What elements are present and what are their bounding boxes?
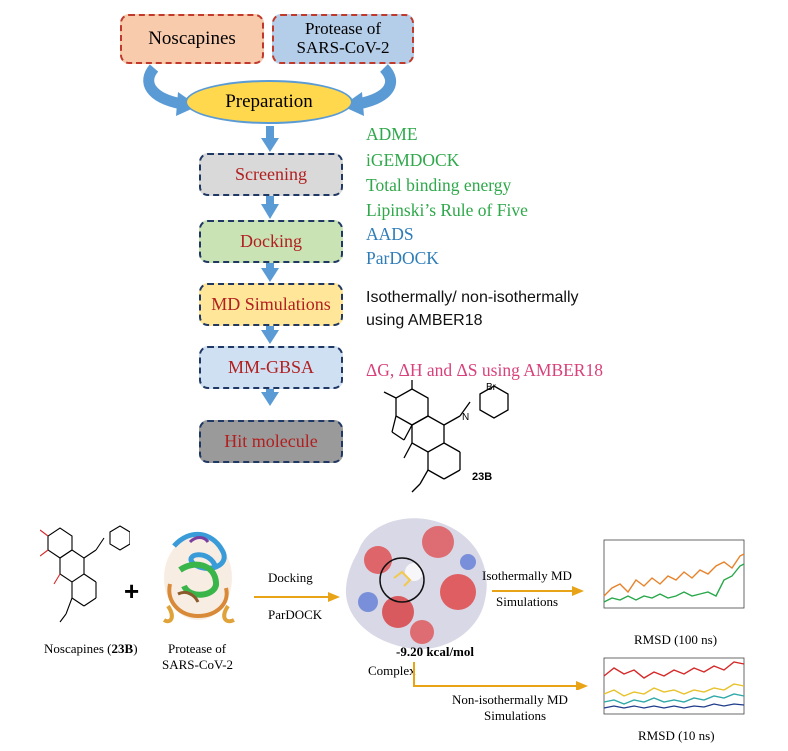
- preparation-ellipse: Preparation: [185, 80, 353, 124]
- screening-item-igemdock: iGEMDOCK: [366, 150, 460, 170]
- noscapines-caption-text: Noscapines (: [44, 641, 112, 656]
- molecule-br-label: Br: [486, 382, 497, 393]
- protease-label-line2: SARS-CoV-2: [296, 38, 390, 57]
- docking-arrow-label: Docking: [268, 570, 313, 585]
- screening-box: Screening: [199, 153, 343, 196]
- mm-gbsa-text: ΔG, ΔH and ΔS using AMBER18: [366, 360, 603, 380]
- screening-item-lipinski: Lipinski’s Rule of Five: [366, 200, 528, 220]
- binding-energy-label: -9.20 kcal/mol: [396, 644, 474, 659]
- non-iso-md-label-line1: Non-isothermally MD: [452, 692, 568, 707]
- docking-item-pardock: ParDOCK: [366, 248, 439, 268]
- screening-item-binding-energy: Total binding energy: [366, 175, 512, 195]
- protease-caption-line2: SARS-CoV-2: [162, 657, 234, 672]
- screening-item-adme: ADME: [366, 124, 418, 144]
- non-iso-md-arrow: [413, 662, 588, 690]
- md-text-line1: Isothermally/ non-isothermally: [366, 289, 579, 306]
- rmsd-100ns-caption: RMSD (100 ns): [634, 632, 718, 647]
- molecule-23b-label: 23B: [472, 471, 492, 483]
- iso-md-label-line2: Simulations: [496, 594, 559, 609]
- md-simulations-box: MD Simulations: [199, 283, 343, 326]
- complex-label: Complex: [368, 663, 416, 678]
- protease-caption-line1: Protease of: [168, 641, 227, 656]
- protease-label-line1: Protease of: [304, 19, 381, 39]
- rmsd-10ns-caption: RMSD (10 ns): [638, 728, 715, 743]
- non-iso-md-label-line2: Simulations: [484, 708, 547, 723]
- screening-label: Screening: [235, 163, 307, 184]
- noscapines-box: Noscapines: [120, 14, 264, 64]
- rmsd-100ns-plot: [603, 539, 745, 609]
- noscapines-label: Noscapines: [148, 27, 236, 49]
- plus-sign: +: [124, 576, 140, 606]
- mm-gbsa-box: MM-GBSA: [199, 346, 343, 389]
- noscapines-caption: Noscapines (23B): [44, 641, 138, 657]
- hit-molecule-box: Hit molecule: [199, 420, 343, 463]
- hit-molecule-label: Hit molecule: [224, 430, 318, 451]
- docking-arrow: [254, 592, 340, 602]
- complex-surface-image: [345, 518, 487, 650]
- md-text-line2: using AMBER18: [366, 312, 483, 329]
- noscapines-caption-close: ): [133, 641, 138, 656]
- molecule-n-label: N: [462, 412, 469, 423]
- protease-box: Protease of SARS-CoV-2: [272, 14, 414, 64]
- preparation-label: Preparation: [225, 90, 313, 112]
- noscapines-caption-bold: 23B: [111, 641, 134, 656]
- noscapine-structure: [40, 525, 130, 623]
- iso-md-label-line1: Isothermally MD: [482, 568, 572, 583]
- protease-structure-image: [162, 531, 235, 624]
- md-simulations-label: MD Simulations: [211, 293, 331, 314]
- iso-md-arrow: [492, 586, 584, 596]
- docking-item-aads: AADS: [366, 224, 414, 244]
- mm-gbsa-label: MM-GBSA: [227, 356, 315, 377]
- docking-label: Docking: [240, 230, 302, 251]
- molecule-23b-structure: Br N 23B: [383, 380, 509, 493]
- rmsd-10ns-plot: [603, 657, 745, 715]
- pardock-arrow-label: ParDOCK: [268, 607, 323, 622]
- docking-box: Docking: [199, 220, 343, 263]
